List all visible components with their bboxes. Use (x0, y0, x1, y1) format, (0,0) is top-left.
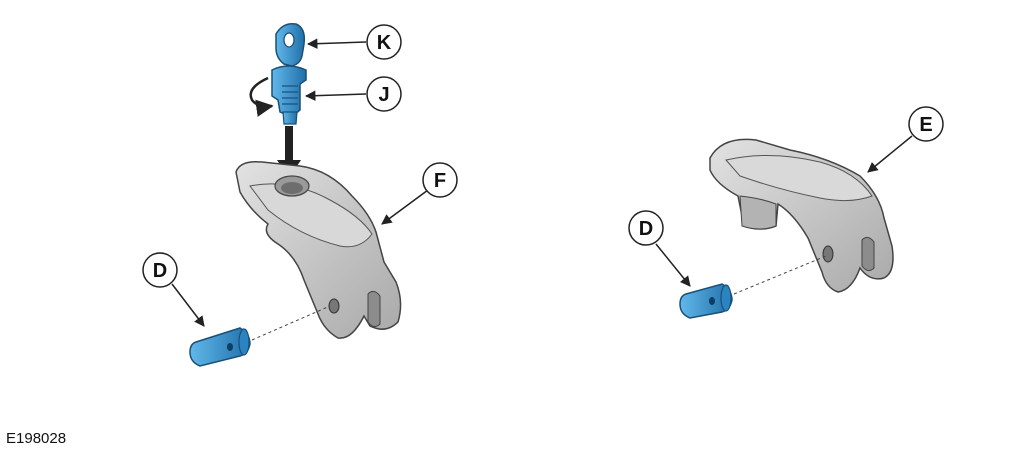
clamp-bracket-with-lock-part (235, 160, 402, 339)
figure-reference-code: E198028 (6, 430, 67, 447)
pin-alignment-line-right (733, 255, 827, 295)
callout-f-label: F (434, 170, 446, 192)
callout-d-left-label: D (153, 260, 167, 282)
clamp-bracket-part (709, 138, 894, 293)
leader-line-k (306, 38, 367, 49)
rotation-arrow-icon (249, 76, 274, 117)
pin-part-left (189, 327, 251, 367)
leader-line-j (304, 90, 367, 101)
key-part (275, 22, 306, 67)
leader-line-d-right (655, 243, 691, 287)
leader-line-f (381, 189, 429, 225)
callout-k: K (366, 24, 402, 60)
callout-j: J (366, 76, 402, 112)
callout-k-label: K (377, 32, 392, 54)
callout-d-left: D (142, 252, 178, 288)
callout-d-right: D (628, 210, 664, 246)
callout-e: E (908, 106, 944, 142)
lock-cylinder-part (271, 65, 307, 125)
pin-part-right (679, 283, 733, 319)
pin-alignment-line-left (251, 305, 331, 341)
leader-line-e (867, 135, 913, 173)
callout-d-right-label: D (639, 218, 653, 240)
callout-f: F (422, 162, 458, 198)
callout-e-label: E (919, 114, 932, 136)
callout-j-label: J (378, 84, 389, 106)
leader-line-d-left (171, 283, 205, 327)
